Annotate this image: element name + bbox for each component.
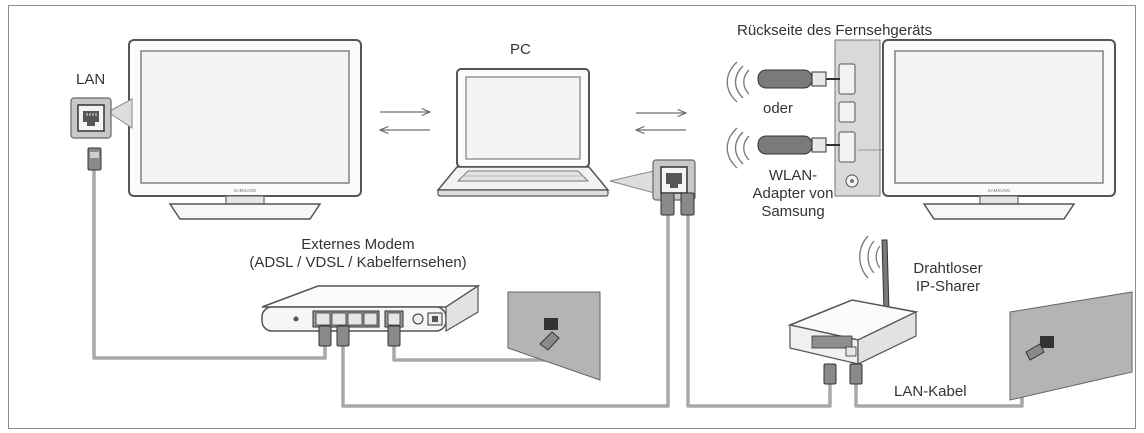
tv-right: SAMSUNG	[882, 39, 1116, 220]
modem-label: Externes Modem (ADSL / VDSL / Kabelferns…	[228, 236, 488, 272]
tv-back-label: Rückseite des Fernsehgeräts	[737, 22, 933, 39]
cable-pc-to-router	[686, 214, 832, 408]
pc-screen	[465, 76, 581, 160]
tv-left-brand-logo: SAMSUNG	[234, 188, 257, 193]
pc-label: PC	[510, 41, 531, 58]
tv-left-screen	[140, 50, 350, 184]
cable-modem-to-pc	[341, 214, 670, 408]
pc-lan-plugs	[660, 192, 695, 216]
tv-left-stand	[168, 203, 322, 220]
lan-port-callout	[70, 97, 133, 139]
sharer-label-line2: IP-Sharer	[915, 278, 981, 295]
pc-lan-port-callout	[609, 159, 696, 201]
tv-right-brand-logo: SAMSUNG	[988, 188, 1011, 193]
router-antenna	[881, 239, 890, 313]
wlan-label-line2: Adapter von	[752, 185, 834, 202]
router-front-right	[857, 311, 917, 365]
modem-label-line2: (ADSL / VDSL / Kabelfernsehen)	[249, 254, 467, 271]
lan-plug-left	[87, 147, 102, 171]
cable-tv-to-modem	[92, 170, 327, 360]
pc-laptop	[436, 68, 610, 197]
lan-cable-label: LAN-Kabel	[894, 383, 967, 400]
wlan-adapter-bottom	[726, 127, 840, 169]
data-flow-arrows-right	[636, 113, 686, 130]
tv-right-neck	[979, 195, 1019, 205]
sharer-label-line1: Drahtloser	[913, 260, 983, 277]
modem-lan-plugs	[318, 325, 401, 347]
router-lan-plugs	[823, 363, 863, 385]
sharer-label: Drahtloser IP-Sharer	[898, 260, 998, 296]
lan-label: LAN	[76, 71, 106, 88]
tv-right-screen	[894, 50, 1104, 184]
wireless-ip-sharer	[787, 235, 919, 365]
tv-left: SAMSUNG	[128, 39, 362, 220]
wlan-label-line1: WLAN-	[768, 167, 818, 184]
wall-socket-router	[1009, 291, 1133, 401]
modem-top	[261, 285, 481, 308]
wall-socket-modem	[507, 291, 601, 381]
data-flow-arrows-left	[380, 112, 430, 130]
modem-label-line1: Externes Modem	[301, 236, 415, 253]
diagram-frame	[8, 5, 1136, 429]
wlan-label-line3: Samsung	[761, 203, 825, 220]
tv-left-neck	[225, 195, 265, 205]
external-modem	[261, 284, 481, 333]
wlan-adapter-top	[726, 61, 840, 103]
wlan-adapter-label: WLAN- Adapter von Samsung	[748, 167, 838, 221]
tv-back-panel	[834, 39, 890, 197]
or-label: oder	[763, 100, 794, 117]
pc-front	[437, 189, 609, 197]
tv-right-stand	[922, 203, 1076, 220]
